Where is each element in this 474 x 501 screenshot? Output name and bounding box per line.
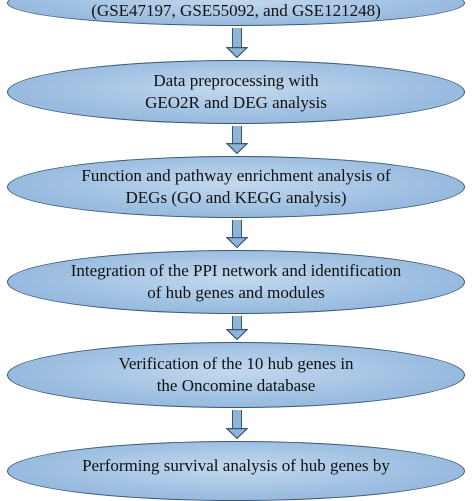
down-arrow-icon <box>226 410 248 439</box>
step-hub-gene-verification-line-2: the Oncomine database <box>156 376 316 395</box>
step-ppi-network: Integration of the PPI network and ident… <box>7 250 465 314</box>
step-data-preprocessing-line-1: Data preprocessing with <box>153 71 319 90</box>
step-enrichment-analysis: Function and pathway enrichment analysis… <box>7 156 465 218</box>
step-hub-gene-verification: Verification of the 10 hub genes in the … <box>7 342 465 408</box>
step-data-preprocessing: Data preprocessing with GEO2R and DEG an… <box>7 60 465 124</box>
down-arrow-icon <box>226 220 248 248</box>
step-enrichment-analysis-line-2: DEGs (GO and KEGG analysis) <box>125 188 347 207</box>
step-survival-analysis: Performing survival analysis of hub gene… <box>7 441 465 501</box>
step-survival-analysis-line-1: Performing survival analysis of hub gene… <box>82 456 390 475</box>
step-hub-gene-verification-line-1: Verification of the 10 hub genes in <box>118 354 354 373</box>
flowchart: (GSE47197, GSE55092, and GSE121248) Data… <box>7 0 465 501</box>
step-ppi-network-line-1: Integration of the PPI network and ident… <box>70 261 402 280</box>
down-arrow-icon <box>226 28 248 58</box>
step-enrichment-analysis-line-1: Function and pathway enrichment analysis… <box>81 166 391 185</box>
step-data-preprocessing-line-2: GEO2R and DEG analysis <box>145 93 327 112</box>
step-ppi-network-line-2: of hub genes and modules <box>147 283 325 302</box>
step-datasets-line-1: (GSE47197, GSE55092, and GSE121248) <box>91 1 381 20</box>
down-arrow-icon <box>226 316 248 340</box>
down-arrow-icon <box>226 126 248 154</box>
step-datasets: (GSE47197, GSE55092, and GSE121248) <box>7 0 465 26</box>
